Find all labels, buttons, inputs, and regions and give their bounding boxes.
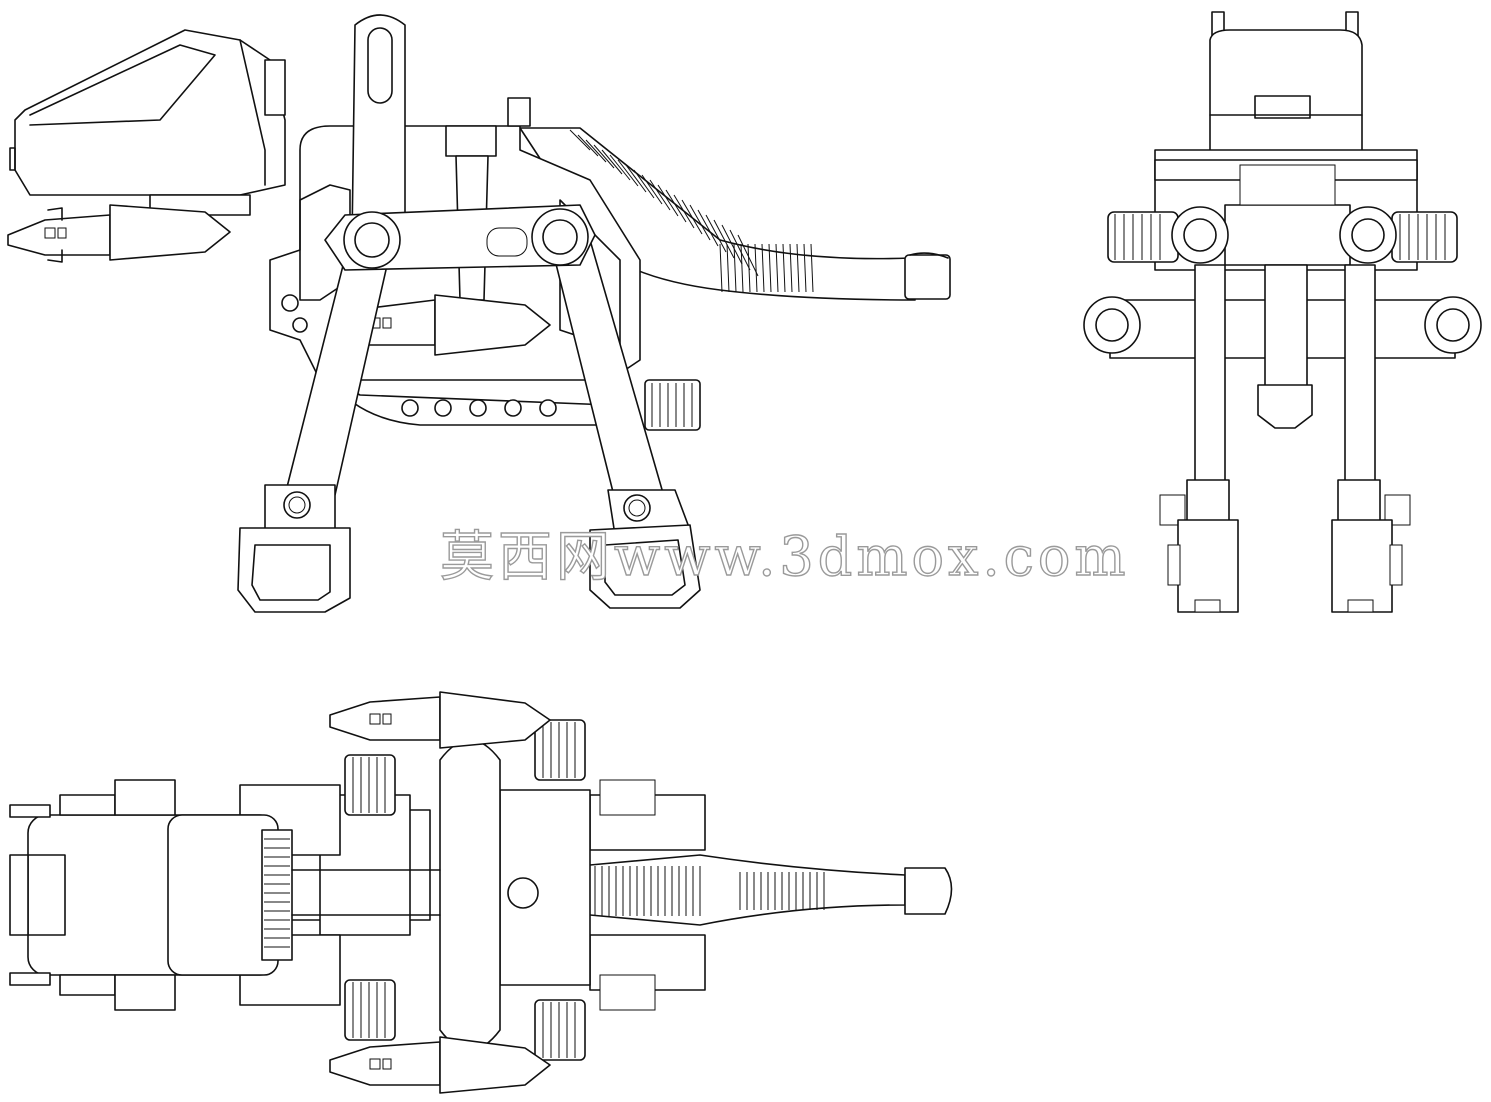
front-view: [1083, 11, 1482, 613]
side-head: [9, 29, 286, 216]
side-view: [7, 14, 951, 613]
side-legs: [237, 229, 701, 613]
side-arm: [324, 14, 596, 271]
top-head: [9, 779, 293, 1011]
side-missile-upper: [7, 204, 231, 263]
top-view: [9, 691, 953, 1094]
side-tail: [519, 127, 951, 301]
top-tail: [529, 854, 953, 926]
